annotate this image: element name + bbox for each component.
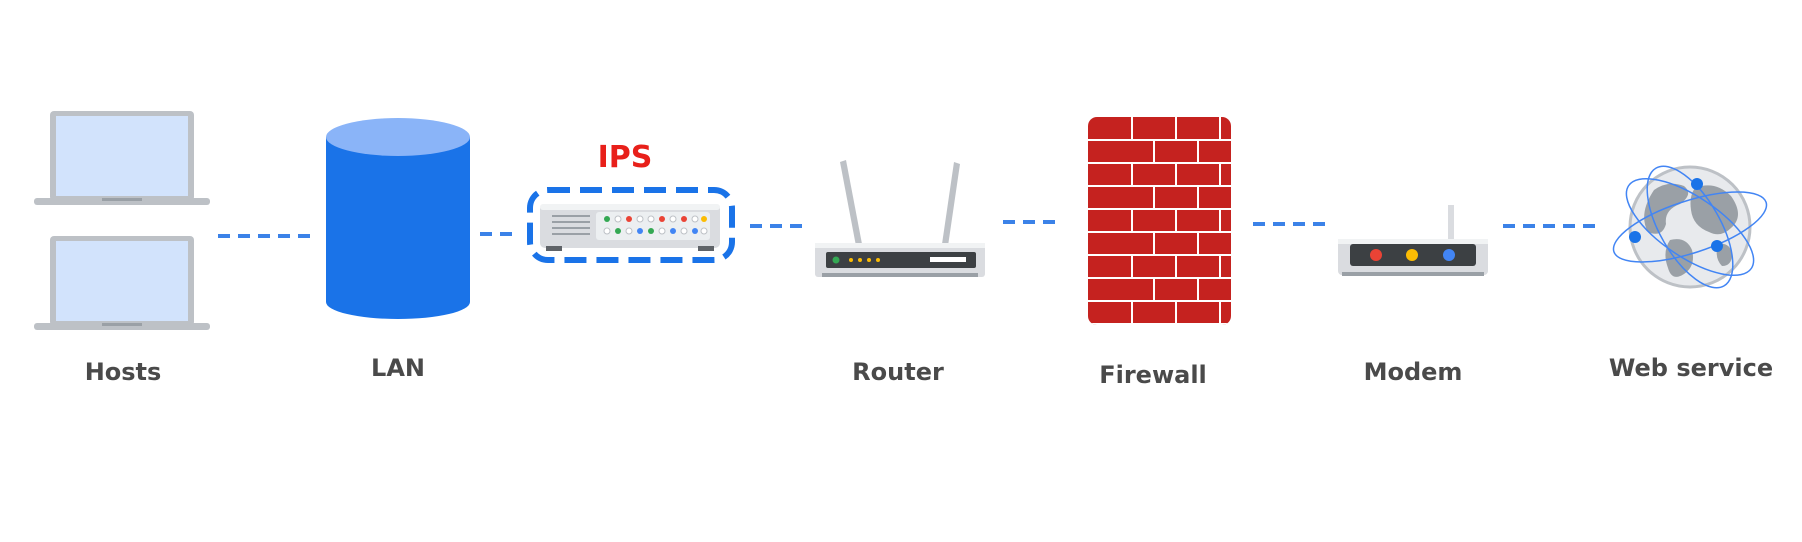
node-label-web-service: Web service <box>1608 354 1774 382</box>
modem-icon <box>1338 205 1488 276</box>
node-label-router: Router <box>852 358 944 386</box>
laptop-icon <box>34 236 210 330</box>
node-label-ips: IPS <box>597 140 653 175</box>
connectors <box>218 220 1595 238</box>
router-icon <box>815 160 985 277</box>
brick-wall-icon <box>1088 117 1231 325</box>
node-label-hosts: Hosts <box>84 358 162 386</box>
globe-network-icon <box>1612 165 1768 289</box>
database-cylinder-icon <box>326 118 470 319</box>
node-label-modem: Modem <box>1363 358 1463 386</box>
node-label-lan: LAN <box>371 354 425 382</box>
node-label-firewall: Firewall <box>1099 361 1207 389</box>
network-switch-icon <box>527 187 735 263</box>
laptop-icon <box>34 111 210 205</box>
